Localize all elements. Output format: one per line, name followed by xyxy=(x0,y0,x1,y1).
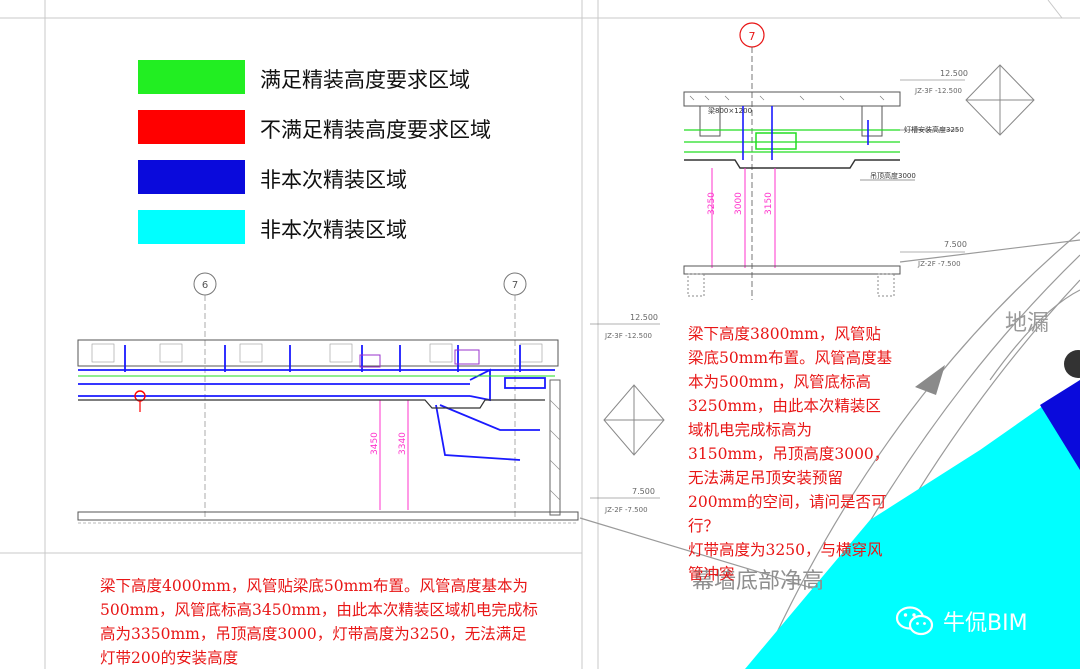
curtain-wall-text: 幕墙底部净高 xyxy=(692,569,824,594)
legend-label-cyan: 非本次精装区域 xyxy=(260,218,407,242)
dim-c: 3150 xyxy=(764,192,774,215)
diamond-symbol-middle xyxy=(603,384,665,456)
lower-level-mark-right: 7.500 xyxy=(944,240,967,249)
blue-region xyxy=(1040,380,1080,470)
section-detail-top-right: 7 xyxy=(683,22,968,300)
note-right-extra: 灯带高度为3250，与横穿风管冲突 xyxy=(688,541,883,583)
legend-swatch-green xyxy=(138,60,245,94)
ceiling-label: 吊顶高度3000 xyxy=(870,171,916,180)
note-right-main: 梁下高度3800mm，风管贴梁底50mm布置。风管高度基本为500mm，风管底标… xyxy=(688,325,893,535)
lower-level-label-left: JZ-2F -7.500 xyxy=(604,506,648,514)
upper-level-mark-left: 12.500 xyxy=(630,313,658,322)
legend-swatch-red xyxy=(138,110,245,144)
cyan-region xyxy=(745,380,1080,669)
arrow-marker xyxy=(915,365,945,395)
axis-label-7: 7 xyxy=(512,280,518,291)
upper-level-label-left: JZ-3F -12.500 xyxy=(604,332,652,340)
legend-label-blue: 非本次精装区域 xyxy=(260,168,407,192)
axis-label-6: 6 xyxy=(202,280,208,291)
legend-swatch-cyan xyxy=(138,210,245,244)
floor-drain-text: 地漏 xyxy=(1005,311,1049,336)
axis-label-7-top: 7 xyxy=(749,30,756,43)
dim-e: 3340 xyxy=(398,432,408,455)
dim-a: 3250 xyxy=(707,192,717,215)
upper-level-mark: 12.500 xyxy=(940,69,968,78)
upper-level-label-right: JZ-3F -12.500 xyxy=(914,87,962,95)
watermark-text: 牛侃BIM xyxy=(943,611,1028,636)
lower-level-label-right: JZ-2F -7.500 xyxy=(917,260,961,268)
partial-circle xyxy=(1064,350,1080,378)
watermark: 牛侃BIM xyxy=(895,604,1028,638)
diamond-symbol-top xyxy=(965,64,1035,136)
note-bottom: 梁下高度4000mm，风管贴梁底50mm布置。风管高度基本为500mm，风管底标… xyxy=(100,577,538,667)
legend-label-red: 不满足精装高度要求区域 xyxy=(260,118,491,142)
dim-d: 3450 xyxy=(370,432,380,455)
beam-label: 梁800×1200 xyxy=(708,106,752,115)
legend-label-green: 满足精装高度要求区域 xyxy=(260,68,470,92)
section-detail-left: 6 7 xyxy=(77,272,660,524)
light-strip-label: 灯槽安装高度3250 xyxy=(904,125,964,134)
legend-swatch-blue xyxy=(138,160,245,194)
wechat-icon xyxy=(895,606,934,636)
dim-b: 3000 xyxy=(734,192,744,215)
lower-level-mark-left: 7.500 xyxy=(632,487,655,496)
note-right: 梁下高度3800mm，风管贴梁底50mm布置。风管高度基本为500mm，风管底标… xyxy=(688,322,893,586)
